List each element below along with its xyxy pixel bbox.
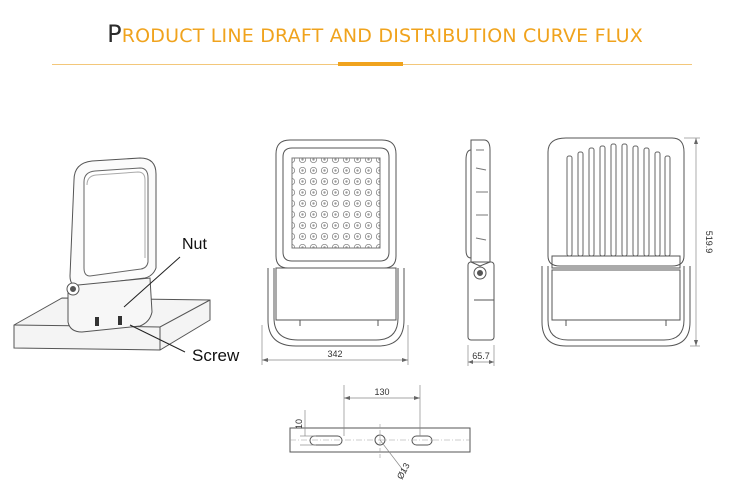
bracket-offset-dimension: 10 [294, 419, 304, 429]
lamp-bracket [67, 277, 153, 333]
title-initial: P [107, 20, 122, 48]
slot-hole [411, 435, 433, 446]
diameter-leader [379, 439, 407, 475]
front-bracket [267, 268, 405, 347]
front-width-dimension: 342 [327, 349, 342, 359]
side-view [465, 139, 495, 366]
isometric-view [13, 157, 211, 353]
nut-callout-line [123, 256, 181, 308]
side-housing [470, 139, 491, 267]
heat-sink-fins [566, 143, 671, 257]
side-depth-dimension: 65.7 [472, 351, 490, 361]
bracket-detail [289, 385, 471, 475]
lamp-lens [83, 167, 149, 277]
bracket-spacing-dimension: 130 [374, 387, 389, 397]
screw-label: Screw [192, 346, 240, 365]
slot-hole [309, 435, 343, 446]
led-array [291, 157, 381, 249]
rear-housing [547, 137, 685, 267]
screw-callout-line [129, 324, 186, 353]
screw [95, 317, 99, 326]
page-title: PRODUCT LINE DRAFT AND DISTRIBUTION CURV… [0, 20, 750, 48]
rear-bracket [541, 266, 691, 347]
nut-label: Nut [182, 236, 207, 253]
title-text: RODUCT LINE DRAFT AND DISTRIBUTION CURVE… [121, 25, 643, 47]
height-dimension: 519.9 [704, 231, 714, 254]
front-view [261, 139, 409, 365]
title-divider-accent [338, 62, 403, 66]
rear-view [541, 137, 700, 347]
screw [118, 316, 122, 325]
hole-diameter-dimension: Ø13 [395, 461, 412, 481]
